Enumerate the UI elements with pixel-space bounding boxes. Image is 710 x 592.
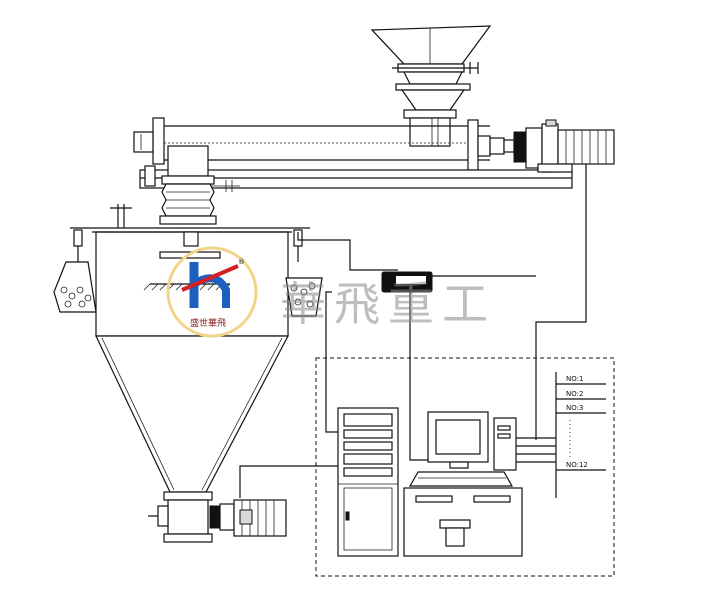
rotary-discharge-valve xyxy=(148,491,287,543)
registered-mark: ® xyxy=(238,258,245,266)
seal-text: 盛世華飛 xyxy=(190,317,226,329)
vent-pipe xyxy=(110,204,132,228)
bellows-connector xyxy=(159,175,217,225)
conveyor-drive xyxy=(477,119,615,173)
channel-label: NO:3 xyxy=(566,404,583,412)
channel-bus: NO:1 NO:2 NO:3 NO:12 xyxy=(516,372,606,498)
company-name-watermark: 華飛重工 xyxy=(280,277,496,331)
computer-workstation xyxy=(403,411,523,557)
weighing-indicator xyxy=(381,271,433,293)
channel-label: NO:2 xyxy=(566,390,583,398)
company-logo: 盛世華飛 ® xyxy=(166,246,258,338)
control-room-boundary xyxy=(315,357,615,577)
signal-wiring xyxy=(239,164,587,498)
load-cell-left xyxy=(53,229,97,313)
channel-label: NO:12 xyxy=(566,461,588,469)
feed-hopper xyxy=(370,25,492,147)
channel-label: NO:1 xyxy=(566,375,583,383)
control-cabinet xyxy=(337,407,399,557)
screw-conveyor xyxy=(133,117,573,192)
